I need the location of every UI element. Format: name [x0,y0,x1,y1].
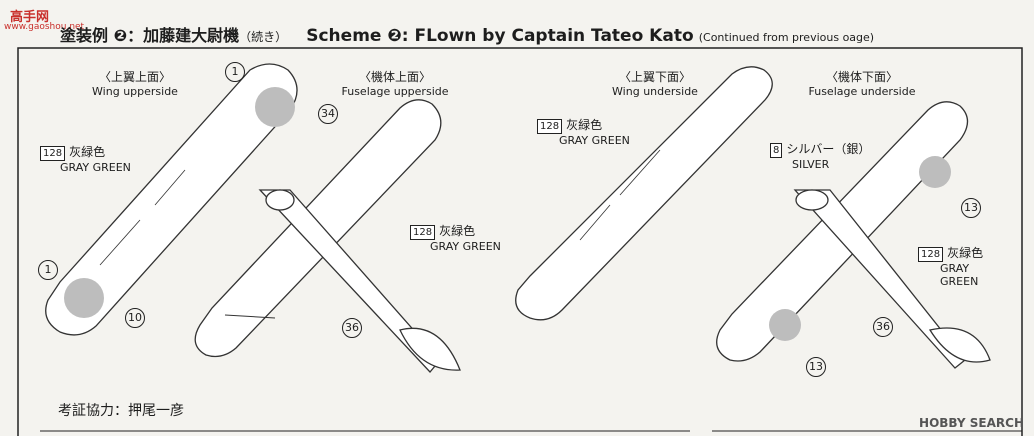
part-number: 13 [806,357,826,377]
part-number: 1 [38,260,58,280]
part-number: 1 [225,62,245,82]
view-label-fuselage-under: 〈機体下面〉Fuselage underside [808,70,916,98]
part-number: 13 [961,198,981,218]
wing-upperside-drawing [45,63,298,336]
scheme-title-en: Scheme ❷: FLown by Captain Tateo Kato [306,26,694,46]
scheme-title-jp-note: （続き） [239,30,288,44]
part-number: 36 [873,317,893,337]
scheme-title-en-note: (Continued from previous oage) [698,31,875,44]
watermark: HOBBY SEARCH [919,416,1024,430]
roundel-lower [64,278,104,318]
site-logo: 高手网 [10,10,50,25]
roundel-under-upper [919,156,951,188]
part-number: 34 [318,104,338,124]
roundel-upper [255,87,295,127]
part-number: 10 [125,308,145,328]
wing-underside-drawing [515,66,773,321]
part-number: 36 [342,318,362,338]
view-label-wing-under: 〈上翼下面〉Wing underside [612,70,698,98]
scheme-header: 塗装例 ❷：加藤建大尉機（続き） Scheme ❷: FLown by Capt… [60,22,874,46]
view-label-wing-upper: 〈上翼上面〉Wing upperside [92,70,178,98]
page-border [17,47,1023,436]
view-label-fuselage-upper: 〈機体上面〉Fuselage upperside [341,70,449,98]
credit-text: 考証協力：押尾一彦 [58,403,184,419]
roundel-under-lower [769,309,801,341]
fuselage-underside-drawing [716,101,991,369]
fuselage-upperside-drawing [194,99,461,373]
site-logo-sub: www.gaoshou.net [4,22,85,32]
scheme-title-jp: 塗装例 ❷：加藤建大尉機 [60,26,240,45]
